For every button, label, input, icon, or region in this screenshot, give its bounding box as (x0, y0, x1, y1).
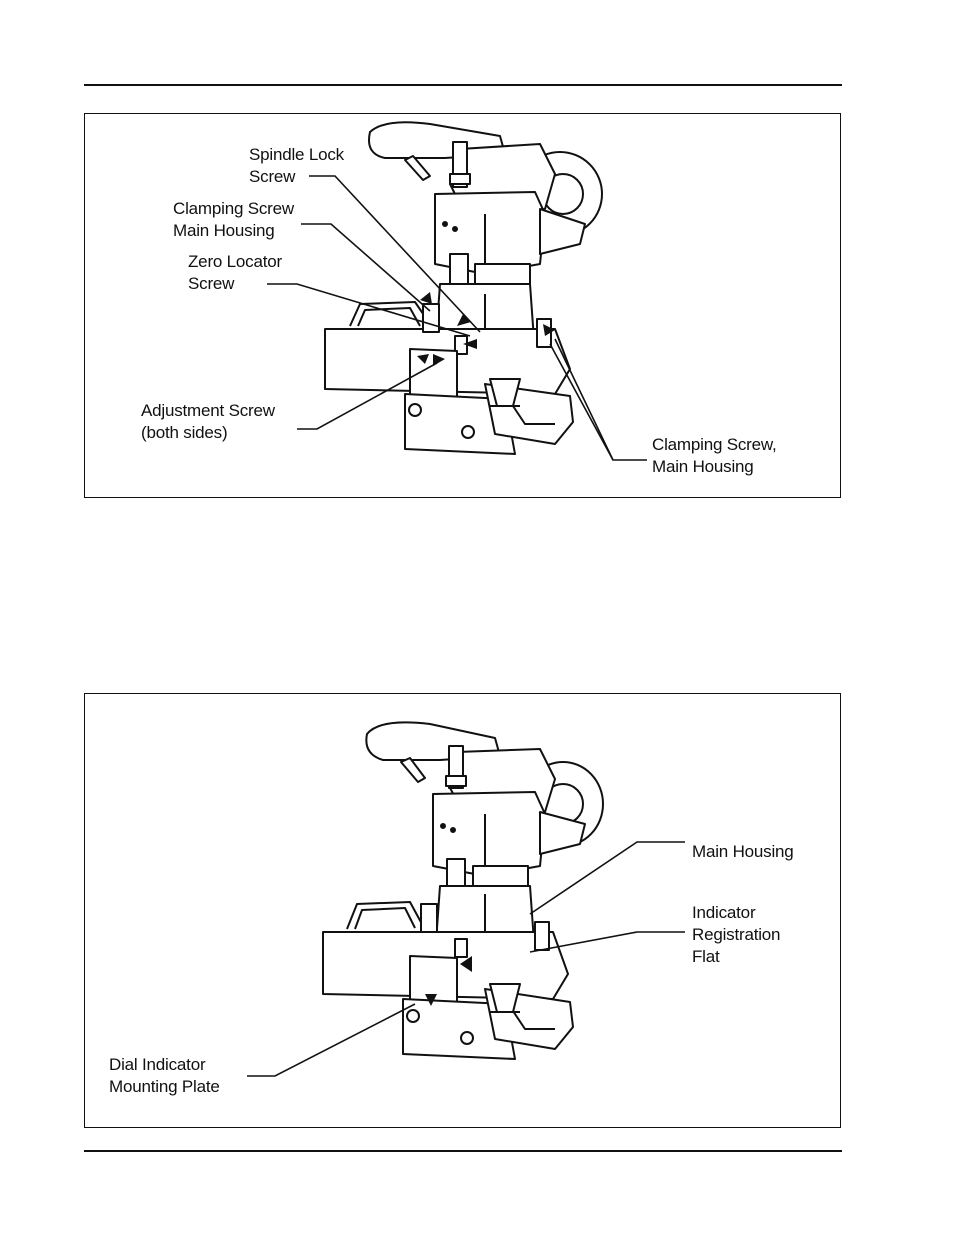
tool-illustration-2 (247, 721, 685, 1077)
label-adjustment-screw: Adjustment Screw (both sides) (141, 401, 275, 442)
label-clamping-screw-main-housing-right: Clamping Screw, Main Housing (652, 435, 777, 476)
figure-2-frame: Main Housing Indicator Registration Flat… (84, 693, 841, 1128)
figure-1-frame: Spindle Lock Screw Clamping Screw Main H… (84, 113, 841, 498)
top-rule (84, 84, 842, 86)
label-main-housing: Main Housing (692, 842, 794, 861)
label-indicator-registration-flat: Indicator Registration Flat (692, 903, 781, 966)
label-spindle-lock-screw: Spindle Lock Screw (249, 145, 344, 186)
label-zero-locator-screw: Zero Locator Screw (188, 252, 282, 293)
label-dial-indicator-mounting-plate: Dial Indicator Mounting Plate (109, 1055, 220, 1096)
tool-illustration-1 (267, 121, 647, 461)
label-clamping-screw-main-housing-left: Clamping Screw Main Housing (173, 199, 294, 240)
bottom-rule (84, 1150, 842, 1152)
